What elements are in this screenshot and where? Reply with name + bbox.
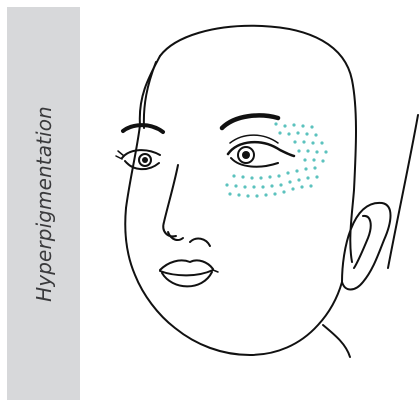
face-contour xyxy=(125,208,342,355)
nose-bridge xyxy=(163,165,178,236)
left-pupil xyxy=(142,157,148,163)
lip-line xyxy=(160,270,213,275)
head-outline xyxy=(160,26,356,262)
right-eye-lower-lid xyxy=(231,158,278,167)
left-eyebrow xyxy=(123,125,163,132)
mouth-corner xyxy=(213,270,218,272)
right-eyebrow xyxy=(222,115,278,128)
nose-tip xyxy=(190,239,210,246)
temple-line xyxy=(126,56,160,208)
neck-line xyxy=(323,325,350,357)
hair-back xyxy=(388,115,418,268)
right-pupil xyxy=(242,151,250,159)
ear-inner xyxy=(354,216,371,268)
hair-left xyxy=(144,62,156,128)
upper-lip xyxy=(160,260,213,270)
